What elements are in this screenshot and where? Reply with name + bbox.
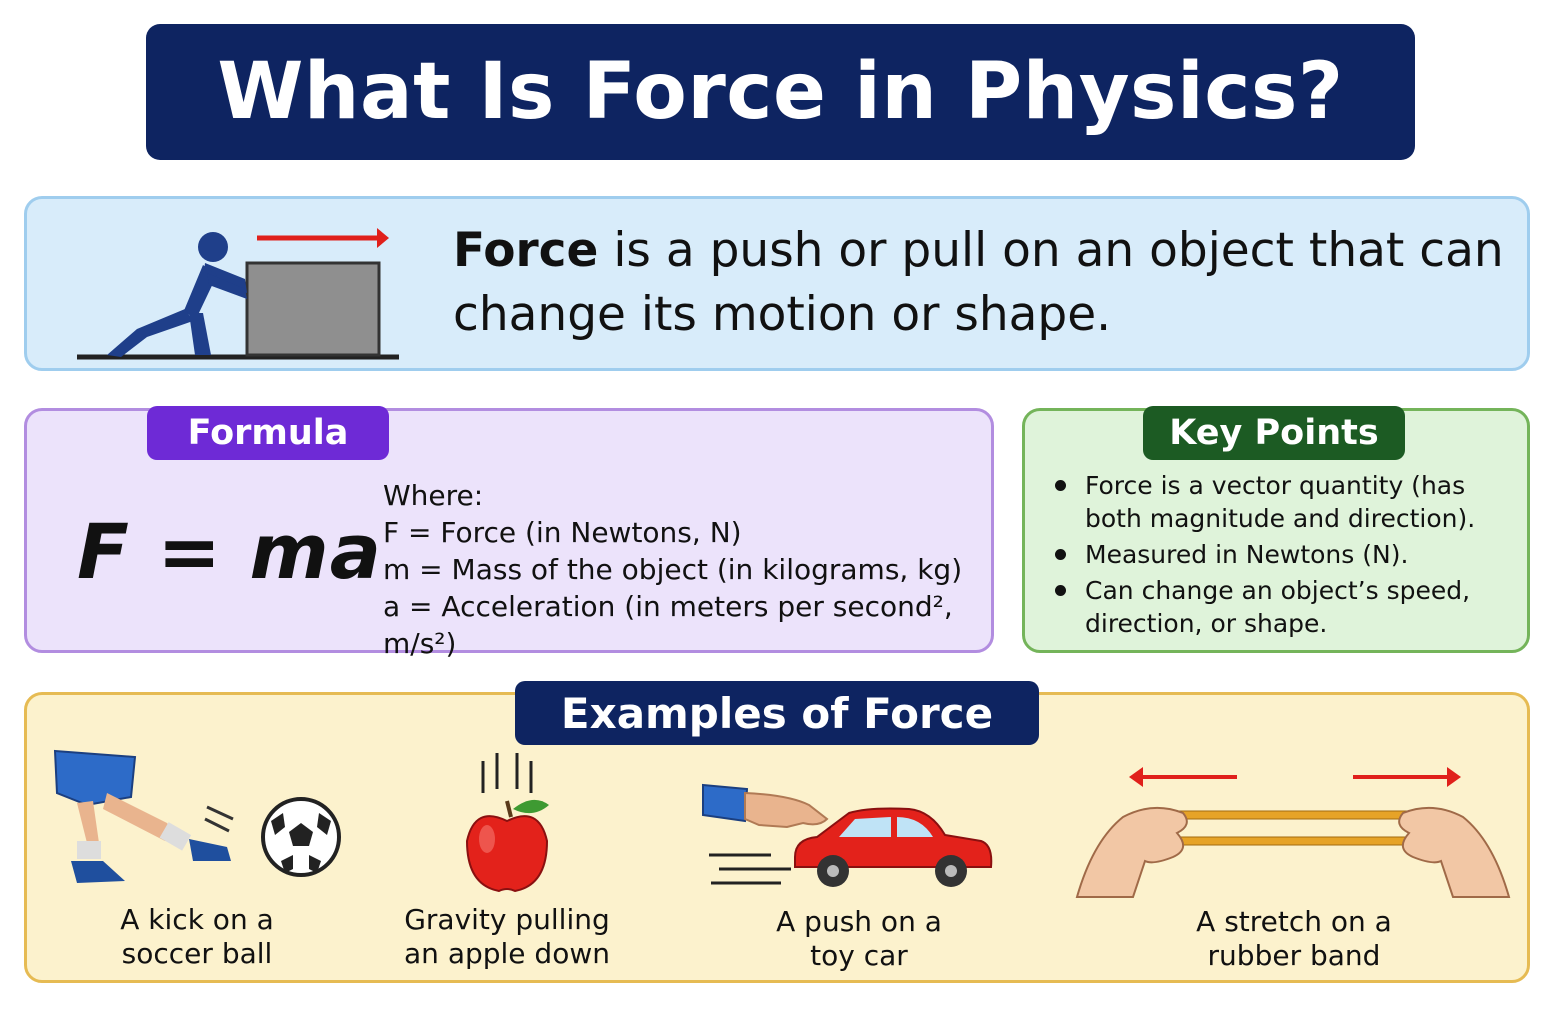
- definition-term: Force: [453, 223, 599, 278]
- examples-label: Examples of Force: [515, 681, 1039, 745]
- examples-panel: Examples of Force A kick on a soccer bal…: [24, 681, 1530, 983]
- key-points-list: Force is a vector quantity (has both mag…: [1051, 469, 1527, 643]
- formula-line-acceleration: a = Acceleration (in meters per second²,…: [383, 590, 953, 660]
- key-point-item: Measured in Newtons (N).: [1051, 538, 1527, 571]
- formula-equation: F = ma: [77, 507, 382, 596]
- formula-line-force: F = Force (in Newtons, N): [383, 516, 742, 549]
- caption-line: soccer ball: [121, 937, 273, 970]
- key-point-item: Can change an object’s speed, direction,…: [1051, 574, 1527, 640]
- soccer-kick-icon: [53, 749, 341, 883]
- formula-line-mass: m = Mass of the object (in kilograms, kg…: [383, 553, 963, 586]
- key-points-panel: Key Points Force is a vector quantity (h…: [1022, 406, 1530, 653]
- example-caption: Gravity pulling an apple down: [367, 903, 647, 971]
- caption-line: an apple down: [404, 937, 610, 970]
- example-caption: A kick on a soccer ball: [67, 903, 327, 971]
- caption-line: Gravity pulling: [404, 903, 610, 936]
- example-toy-car-push: A push on a toy car: [699, 775, 999, 972]
- person-pushing-box-icon: [77, 228, 399, 360]
- formula-definitions: Where: F = Force (in Newtons, N) m = Mas…: [383, 477, 991, 662]
- example-rubber-band: A stretch on a rubber band: [1073, 761, 1513, 972]
- toy-car-push-icon: [702, 783, 993, 887]
- title-banner: What Is Force in Physics?: [146, 24, 1415, 160]
- formula-panel: Formula F = ma Where: F = Force (in Newt…: [24, 406, 994, 660]
- definition-panel: Force is a push or pull on an object tha…: [24, 196, 1530, 371]
- example-falling-apple: Gravity pulling an apple down: [387, 745, 627, 970]
- key-point-item: Force is a vector quantity (has both mag…: [1051, 469, 1527, 535]
- key-points-label: Key Points: [1143, 406, 1405, 460]
- caption-line: A push on a: [776, 905, 942, 938]
- formula-where-label: Where:: [383, 479, 484, 512]
- caption-line: rubber band: [1207, 939, 1381, 972]
- caption-line: A kick on a: [120, 903, 274, 936]
- example-soccer-kick: A kick on a soccer ball: [47, 743, 347, 970]
- definition-body: is a push or pull on an object that can …: [453, 223, 1504, 342]
- page-title: What Is Force in Physics?: [217, 47, 1344, 137]
- caption-line: A stretch on a: [1196, 905, 1392, 938]
- definition-text: Force is a push or pull on an object tha…: [453, 219, 1513, 347]
- formula-label: Formula: [147, 406, 389, 460]
- rubber-band-stretch-icon: [1075, 767, 1511, 898]
- example-caption: A push on a toy car: [729, 905, 989, 973]
- caption-line: toy car: [810, 939, 908, 972]
- example-caption: A stretch on a rubber band: [1159, 905, 1429, 973]
- falling-apple-icon: [465, 753, 549, 893]
